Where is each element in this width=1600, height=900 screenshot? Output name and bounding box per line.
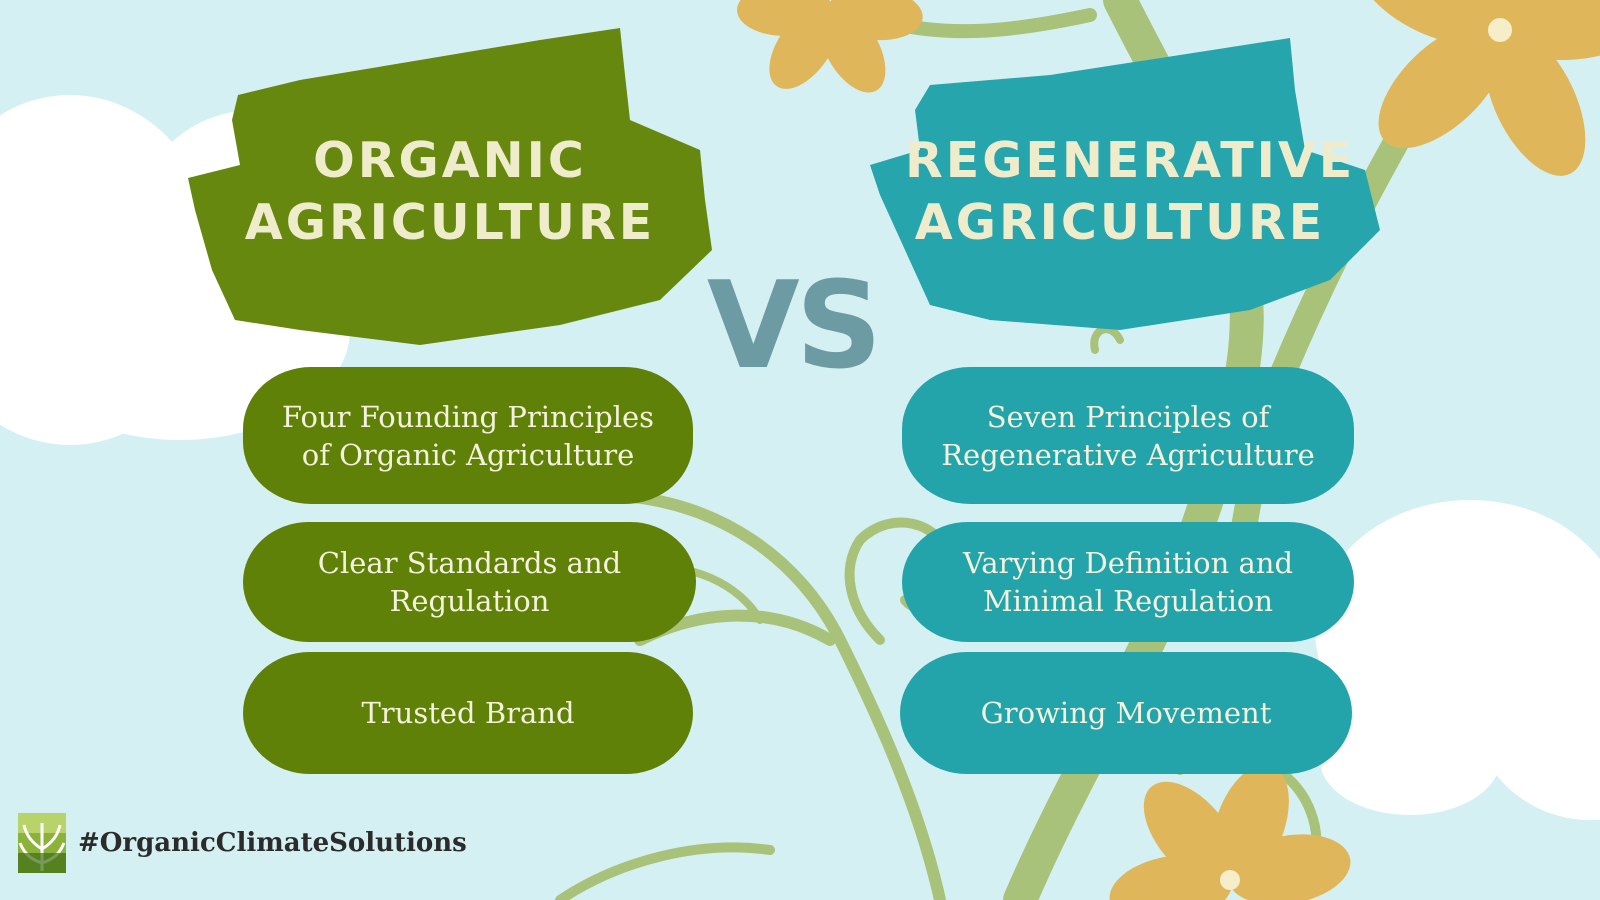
organic-point-1-line2: of Organic Agriculture xyxy=(301,437,635,472)
regenerative-point-3-line1: Growing Movement xyxy=(980,696,1272,730)
cloud-right xyxy=(1315,500,1600,820)
organic-point-2-line1: Clear Standards and xyxy=(317,546,622,580)
regenerative-point-2: Varying Definition and Minimal Regulatio… xyxy=(902,522,1354,642)
organic-point-2-line2: Regulation xyxy=(389,584,550,618)
regenerative-point-2-line1: Varying Definition and xyxy=(962,546,1294,580)
footer: #OrganicClimateSolutions xyxy=(18,813,467,873)
regenerative-header-line1: REGENERATIVE xyxy=(905,132,1356,189)
flower-top-right xyxy=(1356,0,1600,176)
organic-leaf-logo-icon xyxy=(18,813,66,873)
regenerative-point-1-line1: Seven Principles of xyxy=(986,399,1270,434)
organic-point-3: Trusted Brand xyxy=(243,652,693,774)
regenerative-header: REGENERATIVE AGRICULTURE xyxy=(905,130,1356,254)
regenerative-brush-stroke xyxy=(870,38,1380,330)
organic-point-1: Four Founding Principles of Organic Agri… xyxy=(243,367,693,504)
hashtag: #OrganicClimateSolutions xyxy=(78,828,467,858)
regenerative-point-1: Seven Principles of Regenerative Agricul… xyxy=(902,367,1354,504)
regenerative-point-3: Growing Movement xyxy=(900,652,1352,774)
flower-bottom-right xyxy=(1109,764,1351,900)
flower-top-center xyxy=(737,0,923,93)
regenerative-point-2-line2: Minimal Regulation xyxy=(982,584,1274,618)
organic-header-line2: AGRICULTURE xyxy=(244,194,656,251)
regenerative-header-line2: AGRICULTURE xyxy=(914,194,1326,251)
organic-header: ORGANIC AGRICULTURE xyxy=(240,130,660,254)
vs-label: VS xyxy=(706,257,882,396)
organic-header-line1: ORGANIC xyxy=(313,132,587,189)
organic-point-2: Clear Standards and Regulation xyxy=(243,522,696,642)
organic-point-3-line1: Trusted Brand xyxy=(361,696,575,730)
regenerative-point-1-line2: Regenerative Agriculture xyxy=(941,437,1315,472)
organic-brush-stroke xyxy=(188,28,712,345)
organic-point-1-line1: Four Founding Principles xyxy=(281,399,655,434)
